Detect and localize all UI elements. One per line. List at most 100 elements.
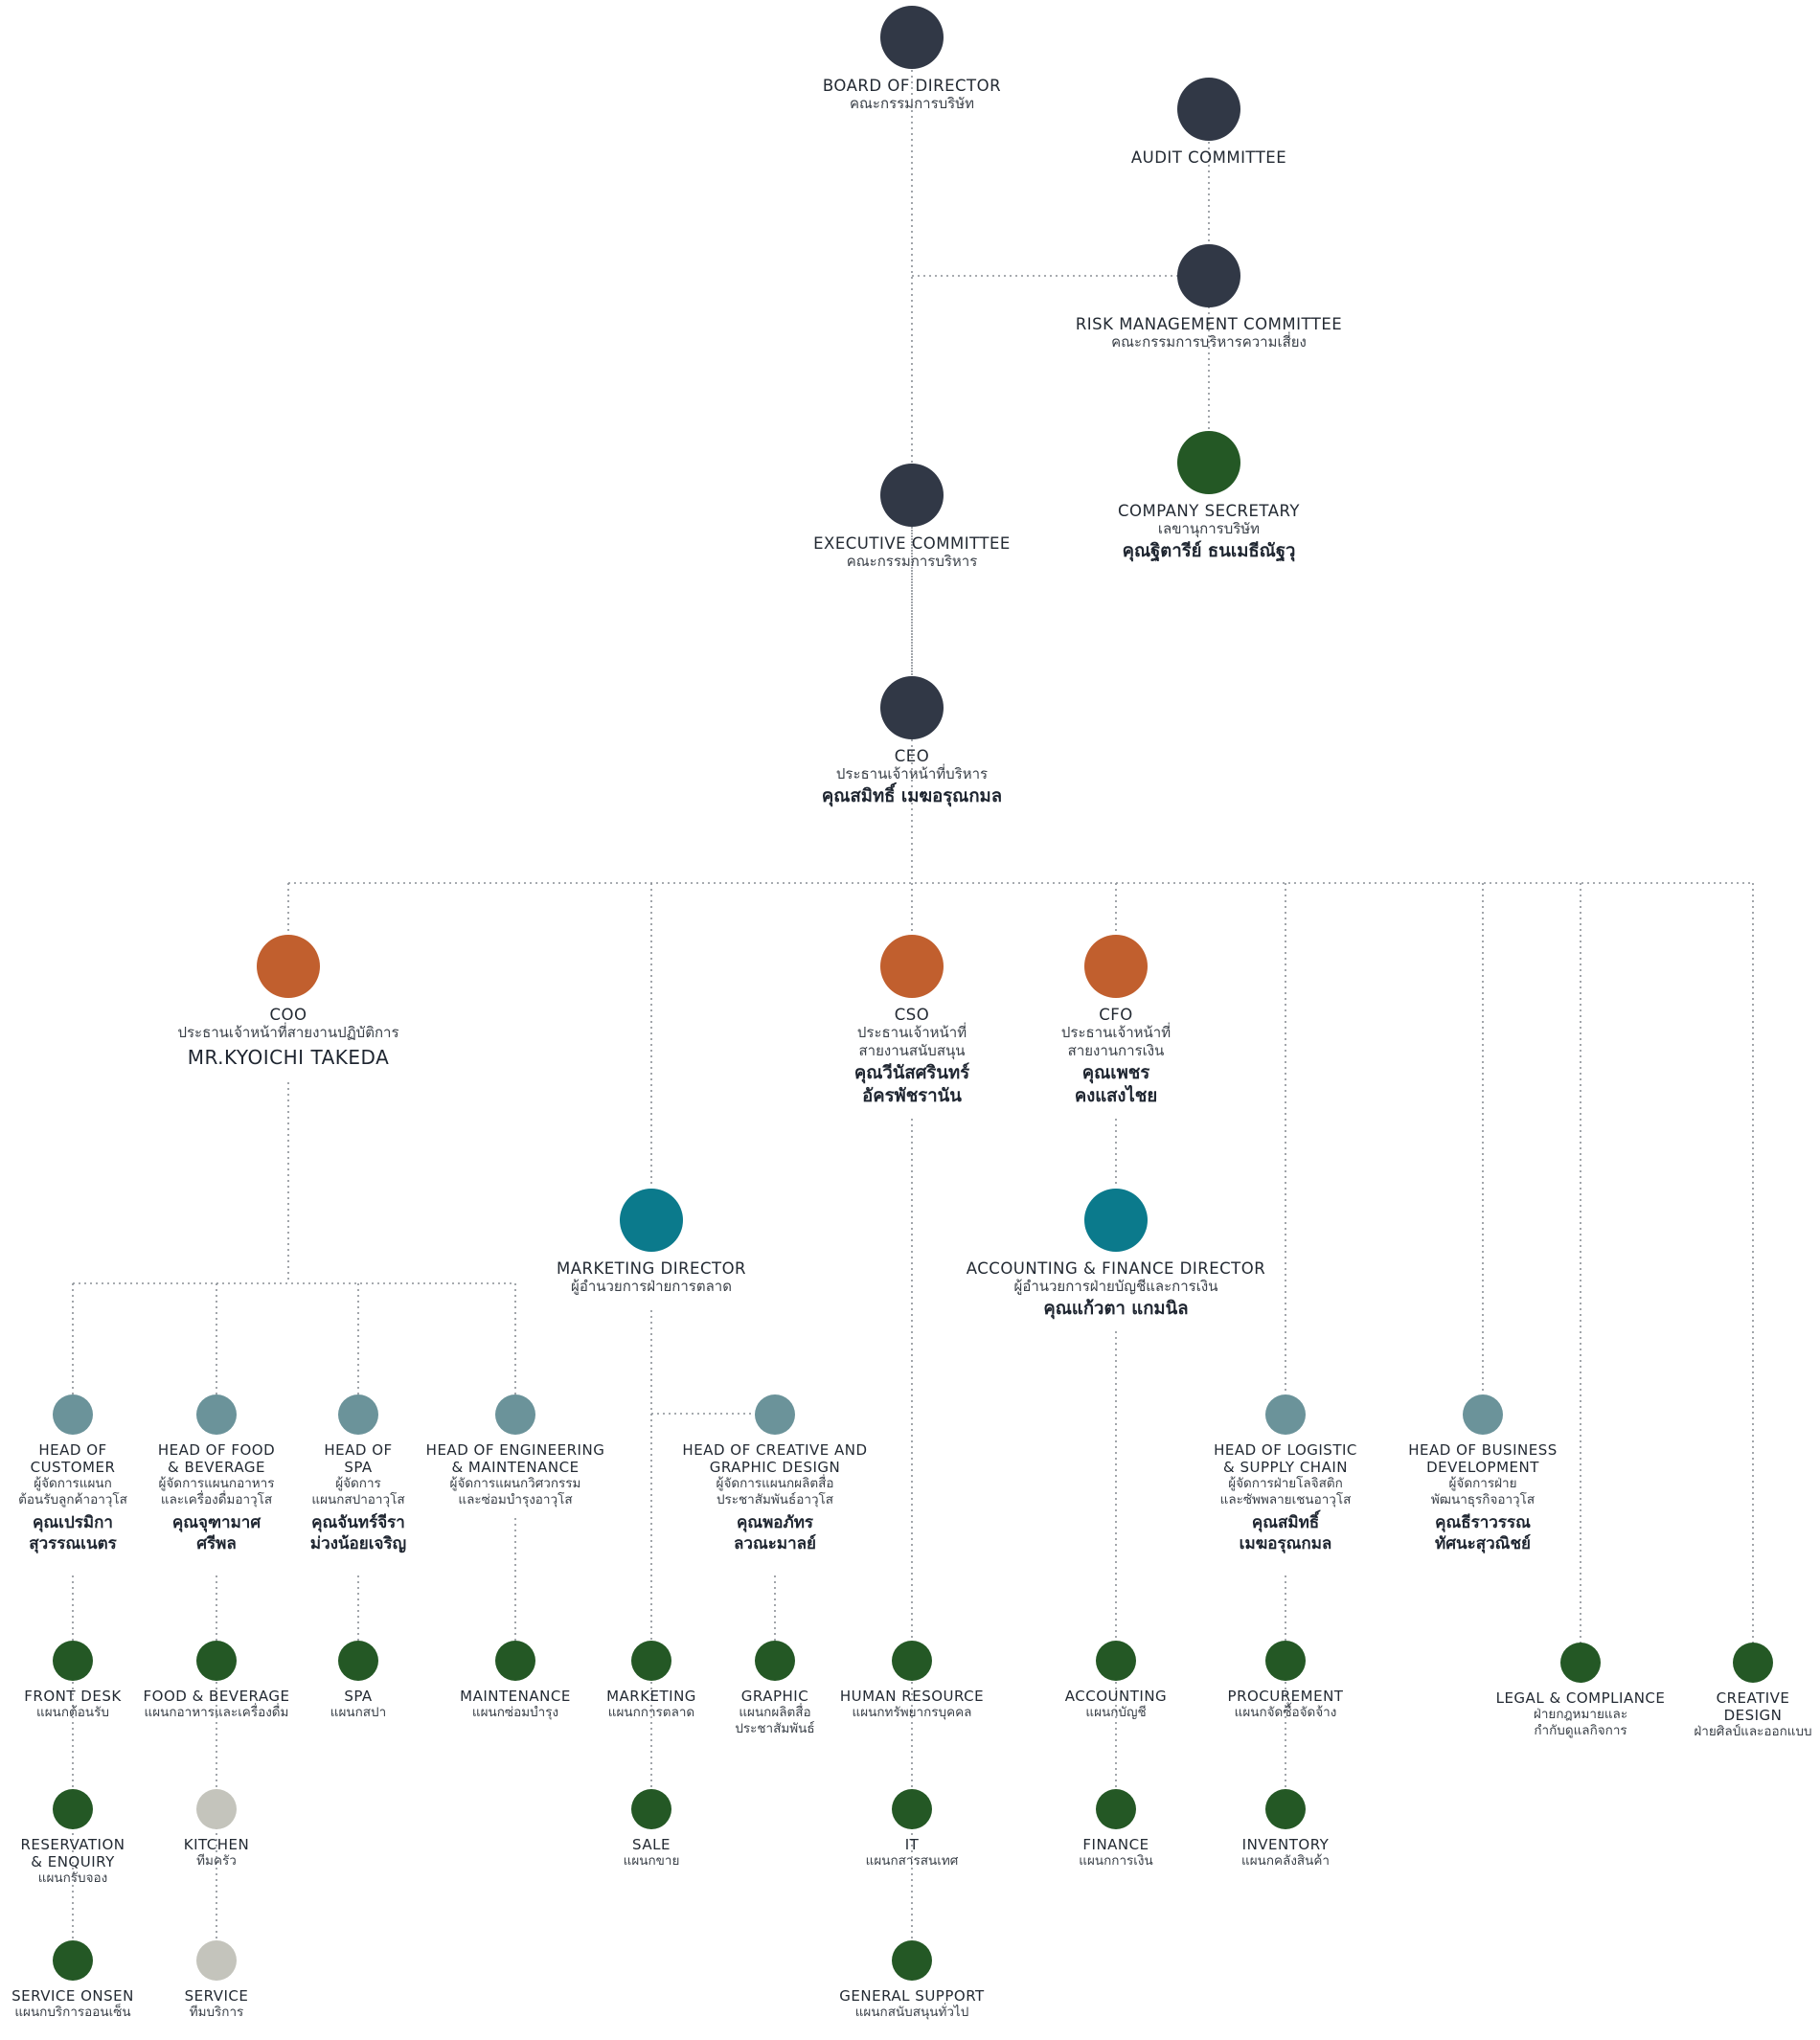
node-board-of-director: BOARD OF DIRECTOR คณะกรรมการบริษัท	[778, 6, 1046, 113]
node-subtitle: ประธานเจ้าหน้าที่ สายงานการเงิน	[1060, 1024, 1172, 1059]
node-title: LEGAL & COMPLIANCE	[1495, 1689, 1666, 1707]
service-circle	[196, 1940, 237, 1981]
node-subtitle: แผนกการตลาด	[607, 1705, 695, 1720]
accounting-director-circle	[1084, 1189, 1148, 1252]
node-subtitle: ประธานเจ้าหน้าที่สายงานปฏิบัติการ	[177, 1024, 399, 1041]
ceo-circle	[880, 676, 944, 739]
node-reservation-enquiry: RESERVATION & ENQUIRY แผนกรับจอง	[1, 1789, 145, 1887]
node-title: CEO	[894, 747, 930, 765]
node-procurement: PROCUREMENT แผนกจัดซื้อจัดจ้าง	[1204, 1641, 1367, 1721]
node-subtitle: ผู้จัดการแผนกผลิตสื่อ ประชาสัมพันธ์อาวุโ…	[716, 1476, 834, 1507]
node-graphic: GRAPHIC แผนกผลิตสื่อ ประชาสัมพันธ์	[713, 1641, 837, 1737]
node-legal-compliance: LEGAL & COMPLIANCE ฝ่ายกฎหมายและ กำกับดู…	[1494, 1643, 1667, 1739]
node-subtitle: ผู้อำนวยการฝ่ายการตลาด	[571, 1278, 732, 1295]
risk-committee-circle	[1177, 244, 1240, 307]
node-title: GRAPHIC	[740, 1688, 809, 1705]
node-person-name: MR.KYOICHI TAKEDA	[187, 1046, 390, 1069]
coo-circle	[257, 935, 320, 998]
spa-circle	[338, 1641, 378, 1681]
node-head-of-logistic: HEAD OF LOGISTIC & SUPPLY CHAIN ผู้จัดกา…	[1190, 1394, 1381, 1554]
node-subtitle: ฝ่ายกฎหมายและ กำกับดูแลกิจการ	[1533, 1707, 1628, 1738]
node-title: SERVICE	[184, 1987, 249, 2005]
node-person-name: คุณฐิตารีย์ ธนเมธีณัฐวุ	[1122, 541, 1296, 561]
node-title: HEAD OF FOOD & BEVERAGE	[157, 1441, 276, 1476]
node-title: AUDIT COMMITTEE	[1130, 148, 1287, 167]
node-person-name: คุณแก้วตา แกมนิล	[1043, 1299, 1189, 1319]
node-title: HEAD OF LOGISTIC & SUPPLY CHAIN	[1214, 1441, 1357, 1476]
node-title: ACCOUNTING & FINANCE DIRECTOR	[966, 1259, 1266, 1278]
cso-circle	[880, 935, 944, 998]
node-subtitle: คณะกรรมการบริหาร	[846, 553, 978, 570]
node-person-name: คุณจุฑามาศ ศรีพล	[171, 1513, 262, 1553]
general-support-circle	[892, 1940, 932, 1981]
node-title: MARKETING DIRECTOR	[556, 1259, 747, 1278]
cfo-circle	[1084, 935, 1148, 998]
node-subtitle: แผนกบัญชี	[1085, 1705, 1147, 1720]
node-subtitle: ผู้จัดการแผนกวิศวกรรม และซ่อมบำรุงอาวุโส	[449, 1476, 581, 1507]
maintenance-circle	[495, 1641, 535, 1681]
marketing-director-circle	[620, 1189, 683, 1252]
node-finance: FINANCE แผนกการเงิน	[1044, 1789, 1188, 1870]
node-person-name: คุณสมิทธิ์ เมฆอรุณกมล	[1239, 1513, 1332, 1553]
node-subtitle: ผู้จัดการ แผนกสปาอาวุโส	[311, 1476, 405, 1507]
node-accounting-finance-director: ACCOUNTING & FINANCE DIRECTOR ผู้อำนวยกา…	[953, 1189, 1279, 1321]
node-subtitle: เลขานุการบริษัท	[1157, 520, 1261, 537]
node-marketing: MARKETING แผนกการตลาด	[580, 1641, 723, 1721]
it-circle	[892, 1789, 932, 1829]
head-customer-circle	[53, 1394, 93, 1435]
node-subtitle: ทีมบริการ	[189, 2005, 244, 2020]
marketing-circle	[631, 1641, 671, 1681]
node-service: SERVICE ทีมบริการ	[145, 1940, 288, 2021]
node-creative-design: CREATIVE DESIGN ฝ่ายศิลป์และออกแบบ	[1688, 1643, 1818, 1740]
node-title: COO	[269, 1006, 307, 1024]
node-sale: SALE แผนกขาย	[580, 1789, 723, 1870]
node-human-resource: HUMAN RESOURCE แผนกทรัพยากรบุคคล	[826, 1641, 998, 1721]
node-title: GENERAL SUPPORT	[839, 1987, 985, 2005]
node-title: HEAD OF CREATIVE AND GRAPHIC DESIGN	[682, 1441, 868, 1476]
node-subtitle: แผนกต้อนรับ	[36, 1705, 109, 1720]
node-title: COMPANY SECRETARY	[1118, 502, 1300, 520]
node-person-name: คุณเปรมิกา สุวรรณเนตร	[29, 1513, 117, 1553]
node-title: SALE	[632, 1836, 671, 1853]
node-general-support: GENERAL SUPPORT แผนกสนับสนุนทั่วไป	[830, 1940, 993, 2021]
front-desk-circle	[53, 1641, 93, 1681]
node-subtitle: ฝ่ายศิลป์และออกแบบ	[1694, 1724, 1812, 1739]
node-title: CSO	[894, 1006, 930, 1024]
node-title: PROCUREMENT	[1227, 1688, 1344, 1705]
node-food-beverage: FOOD & BEVERAGE แผนกอาหารและเครื่องดื่ม	[135, 1641, 298, 1721]
node-subtitle: คณะกรรมการบริหารความเสี่ยง	[1111, 333, 1307, 351]
node-risk-management-committee: RISK MANAGEMENT COMMITTEE คณะกรรมการบริห…	[1075, 244, 1343, 351]
node-title: HEAD OF SPA	[324, 1441, 393, 1476]
node-company-secretary: COMPANY SECRETARY เลขานุการบริษัท คุณฐิต…	[1075, 431, 1343, 563]
finance-circle	[1096, 1789, 1136, 1829]
node-title: KITCHEN	[183, 1836, 250, 1853]
node-title: HUMAN RESOURCE	[839, 1688, 985, 1705]
node-title: RISK MANAGEMENT COMMITTEE	[1075, 315, 1343, 333]
sale-circle	[631, 1789, 671, 1829]
node-audit-committee: AUDIT COMMITTEE	[1075, 78, 1343, 167]
node-title: CFO	[1099, 1006, 1133, 1024]
node-inventory: INVENTORY แผนกคลังสินค้า	[1214, 1789, 1357, 1870]
node-title: ACCOUNTING	[1064, 1688, 1168, 1705]
node-subtitle: แผนกสปา	[330, 1705, 387, 1720]
head-spa-circle	[338, 1394, 378, 1435]
audit-committee-circle	[1177, 78, 1240, 141]
node-title: HEAD OF BUSINESS DEVELOPMENT	[1408, 1441, 1558, 1476]
node-cfo: CFO ประธานเจ้าหน้าที่ สายงานการเงิน คุณเ…	[982, 935, 1250, 1108]
node-marketing-director: MARKETING DIRECTOR ผู้อำนวยการฝ่ายการตลา…	[517, 1189, 785, 1296]
node-subtitle: ผู้จัดการฝ่าย พัฒนาธุรกิจอาวุโส	[1430, 1476, 1536, 1507]
node-subtitle: แผนกทรัพยากรบุคคล	[852, 1705, 972, 1720]
node-accounting: ACCOUNTING แผนกบัญชี	[1044, 1641, 1188, 1721]
head-logistic-circle	[1265, 1394, 1306, 1435]
kitchen-circle	[196, 1789, 237, 1829]
node-subtitle: แผนกสนับสนุนทั่วไป	[854, 2005, 969, 2020]
node-subtitle: ผู้จัดการฝ่ายโลจิสติก และซัพพลายเชนอาวุโ…	[1219, 1476, 1352, 1507]
node-head-of-food-beverage: HEAD OF FOOD & BEVERAGE ผู้จัดการแผนกอาห…	[145, 1394, 288, 1554]
node-title: FOOD & BEVERAGE	[143, 1688, 290, 1705]
executive-committee-circle	[880, 464, 944, 527]
node-person-name: คุณธีราวรรณ ทัศนะสุวณิชย์	[1435, 1513, 1531, 1553]
node-subtitle: แผนกบริการออนเซ็น	[14, 2005, 131, 2020]
node-subtitle: ผู้อำนวยการฝ่ายบัญชีและการเงิน	[1013, 1278, 1218, 1295]
